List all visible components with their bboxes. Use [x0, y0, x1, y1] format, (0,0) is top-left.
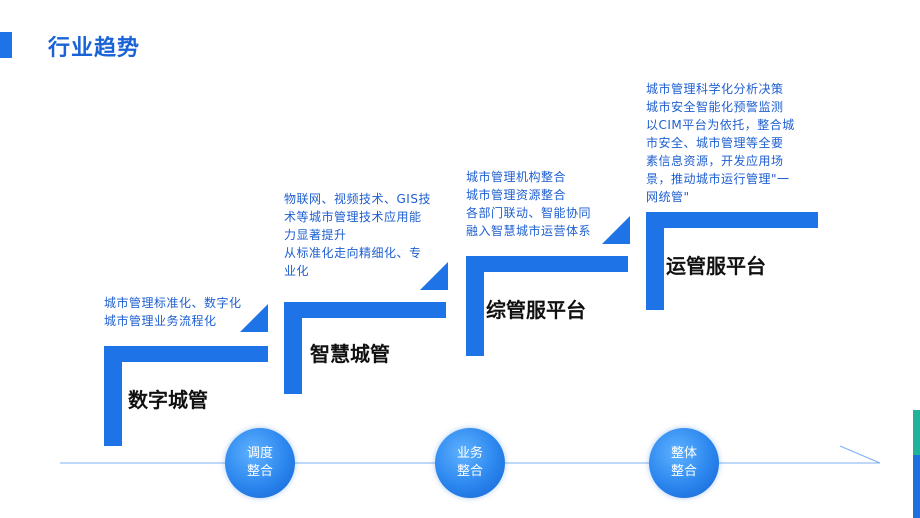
circle-text: 调度 [246, 446, 273, 461]
step4-bracket [646, 212, 818, 310]
step3-label: 综管服平台 [486, 298, 586, 322]
step4-desc-line: 市安全、城市管理等全要 [646, 136, 784, 150]
circle-text: 业务 [456, 446, 483, 461]
circle-text: 整体 [670, 446, 697, 461]
step2-desc-line: 业化 [284, 264, 310, 278]
step2-desc-line: 力显著提升 [284, 228, 347, 242]
step3-description: 城市管理机构整合 城市管理资源整合 各部门联动、智能协同 融入智慧城市运营体系 [466, 168, 591, 240]
circle-text: 整合 [456, 464, 483, 479]
step3-desc-line: 城市管理资源整合 [466, 188, 567, 202]
circle-text: 整合 [670, 464, 697, 479]
step4-description: 城市管理科学化分析决策 城市安全智能化预警监测 以CIM平台为依托，整合城 市安… [646, 80, 795, 206]
step4-desc-line: 景，推动城市运行管理"一 [646, 172, 790, 186]
circle-text: 整合 [246, 464, 273, 479]
step4-desc-line: 以CIM平台为依托，整合城 [646, 118, 795, 132]
step3-corner [602, 216, 630, 244]
step2-desc-line: 术等城市管理技术应用能 [284, 210, 422, 224]
step1-description: 城市管理标准化、数字化 城市管理业务流程化 [104, 294, 242, 330]
step1-label: 数字城管 [128, 388, 208, 412]
step4-desc-line: 城市安全智能化预警监测 [646, 100, 784, 114]
step2-bracket [284, 302, 446, 394]
circle-business-integration: 业务 整合 [435, 428, 505, 498]
step3-desc-line: 各部门联动、智能协同 [466, 206, 592, 220]
circle-dispatch-integration: 调度 整合 [225, 428, 295, 498]
circle-overall-integration: 整体 整合 [649, 428, 719, 498]
step3-desc-line: 城市管理机构整合 [466, 170, 567, 184]
step4-label: 运管服平台 [666, 254, 766, 278]
step3-bracket [466, 256, 628, 356]
title-accent-bar [0, 32, 12, 58]
step1-corner [240, 304, 268, 332]
step1-desc-line: 城市管理业务流程化 [104, 314, 217, 328]
step2-desc-line: 从标准化走向精细化、专 [284, 246, 422, 260]
step4-desc-line: 网统管" [646, 190, 690, 204]
step2-desc-line: 物联网、视频技术、GIS技 [284, 192, 431, 206]
step3-desc-line: 融入智慧城市运营体系 [466, 224, 592, 238]
step4-desc-line: 城市管理科学化分析决策 [646, 82, 784, 96]
step1-desc-line: 城市管理标准化、数字化 [104, 296, 242, 310]
timeline-arrow-head [839, 445, 881, 464]
step1-bracket [104, 346, 268, 446]
page-title: 行业趋势 [48, 36, 141, 61]
step2-label: 智慧城管 [310, 342, 390, 366]
right-accent-blue [913, 455, 920, 518]
step4-desc-line: 素信息资源，开发应用场 [646, 154, 784, 168]
step2-corner [420, 262, 448, 290]
step2-description: 物联网、视频技术、GIS技 术等城市管理技术应用能 力显著提升 从标准化走向精细… [284, 190, 431, 280]
